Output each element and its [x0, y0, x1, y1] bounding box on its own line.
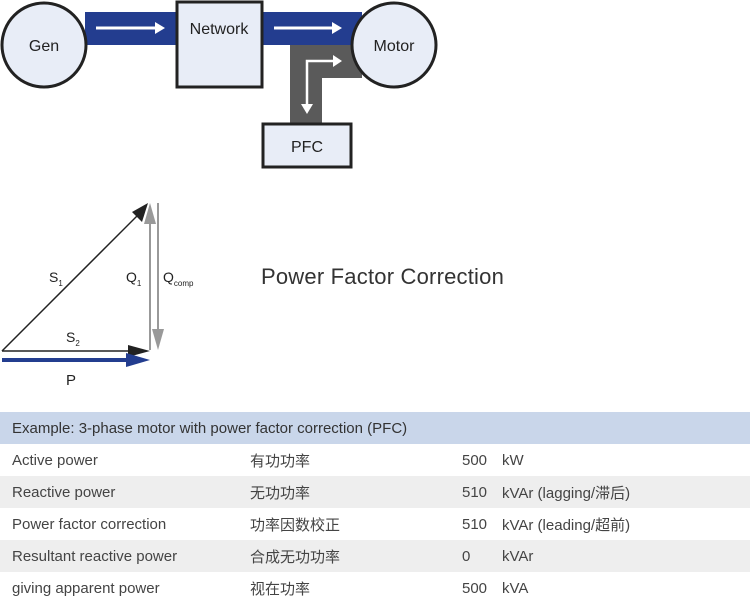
arrow-head-icon: [144, 203, 156, 224]
example-table: Example: 3-phase motor with power factor…: [0, 412, 750, 604]
arrow-head-icon: [126, 353, 150, 367]
value: 510: [462, 483, 488, 501]
chinese-term: 合成无功功率: [250, 548, 341, 566]
unit: kVAr (lagging/滞后): [502, 484, 631, 502]
table-row: Active power 有功功率 500 kW: [0, 444, 750, 476]
unit: kVAr: [502, 547, 534, 565]
table-row: Reactive power 无功功率 510 kVAr (lagging/滞后…: [0, 476, 750, 508]
pfc-node: [261, 122, 353, 169]
q1-label: Q1: [126, 269, 142, 288]
chinese-term: 功率因数校正: [250, 516, 341, 534]
motor-label: Motor: [374, 38, 416, 55]
arrow-head-icon: [155, 22, 165, 34]
s2-label: S2: [66, 329, 80, 348]
chinese-term: 视在功率: [250, 580, 311, 598]
unit: kVA: [502, 579, 529, 597]
arrow-head-icon: [128, 345, 150, 357]
value: 0: [462, 547, 471, 565]
unit: kVAr (leading/超前): [502, 516, 631, 534]
pfc-flow-arrow-icon: [305, 59, 337, 108]
english-term: giving apparent power: [12, 579, 160, 597]
s1-label: S1: [49, 269, 63, 288]
arrow-head-icon: [152, 329, 164, 350]
english-term: Resultant reactive power: [12, 547, 178, 565]
value: 510: [462, 515, 488, 533]
table-row: Power factor correction 功率因数校正 510 kVAr …: [0, 508, 750, 540]
table-header: Example: 3-phase motor with power factor…: [0, 412, 750, 444]
qcomp-label: Qcomp: [163, 269, 194, 288]
table-row: giving apparent power 视在功率 500 kVA: [0, 572, 750, 604]
table-row: Resultant reactive power 合成无功功率 0 kVAr: [0, 540, 750, 572]
arrow-head-icon: [332, 22, 342, 34]
gen-label: Gen: [29, 38, 59, 55]
page-title: Power Factor Correction: [261, 264, 505, 289]
network-node: [175, 0, 264, 89]
s1-vector: [1, 209, 144, 352]
value: 500: [462, 579, 488, 597]
unit: kW: [502, 451, 524, 469]
arrow-head-icon: [333, 55, 342, 67]
power-flow-diagram: Gen Network Motor PFC S1 S2 Q1 Qcomp P: [0, 0, 438, 389]
pfc-label: PFC: [291, 139, 323, 156]
arrow-head-icon: [132, 203, 148, 222]
english-term: Active power: [12, 451, 98, 469]
gen-node: [0, 1, 88, 89]
arrow-head-icon: [301, 104, 313, 114]
value: 500: [462, 451, 488, 469]
english-term: Reactive power: [12, 483, 116, 501]
network-label: Network: [190, 21, 250, 38]
p-label: P: [66, 372, 76, 389]
chinese-term: 无功功率: [250, 484, 311, 502]
reactive-flow: [290, 45, 362, 126]
english-term: Power factor correction: [12, 515, 167, 533]
chinese-term: 有功功率: [250, 452, 311, 470]
motor-node: [350, 1, 438, 89]
